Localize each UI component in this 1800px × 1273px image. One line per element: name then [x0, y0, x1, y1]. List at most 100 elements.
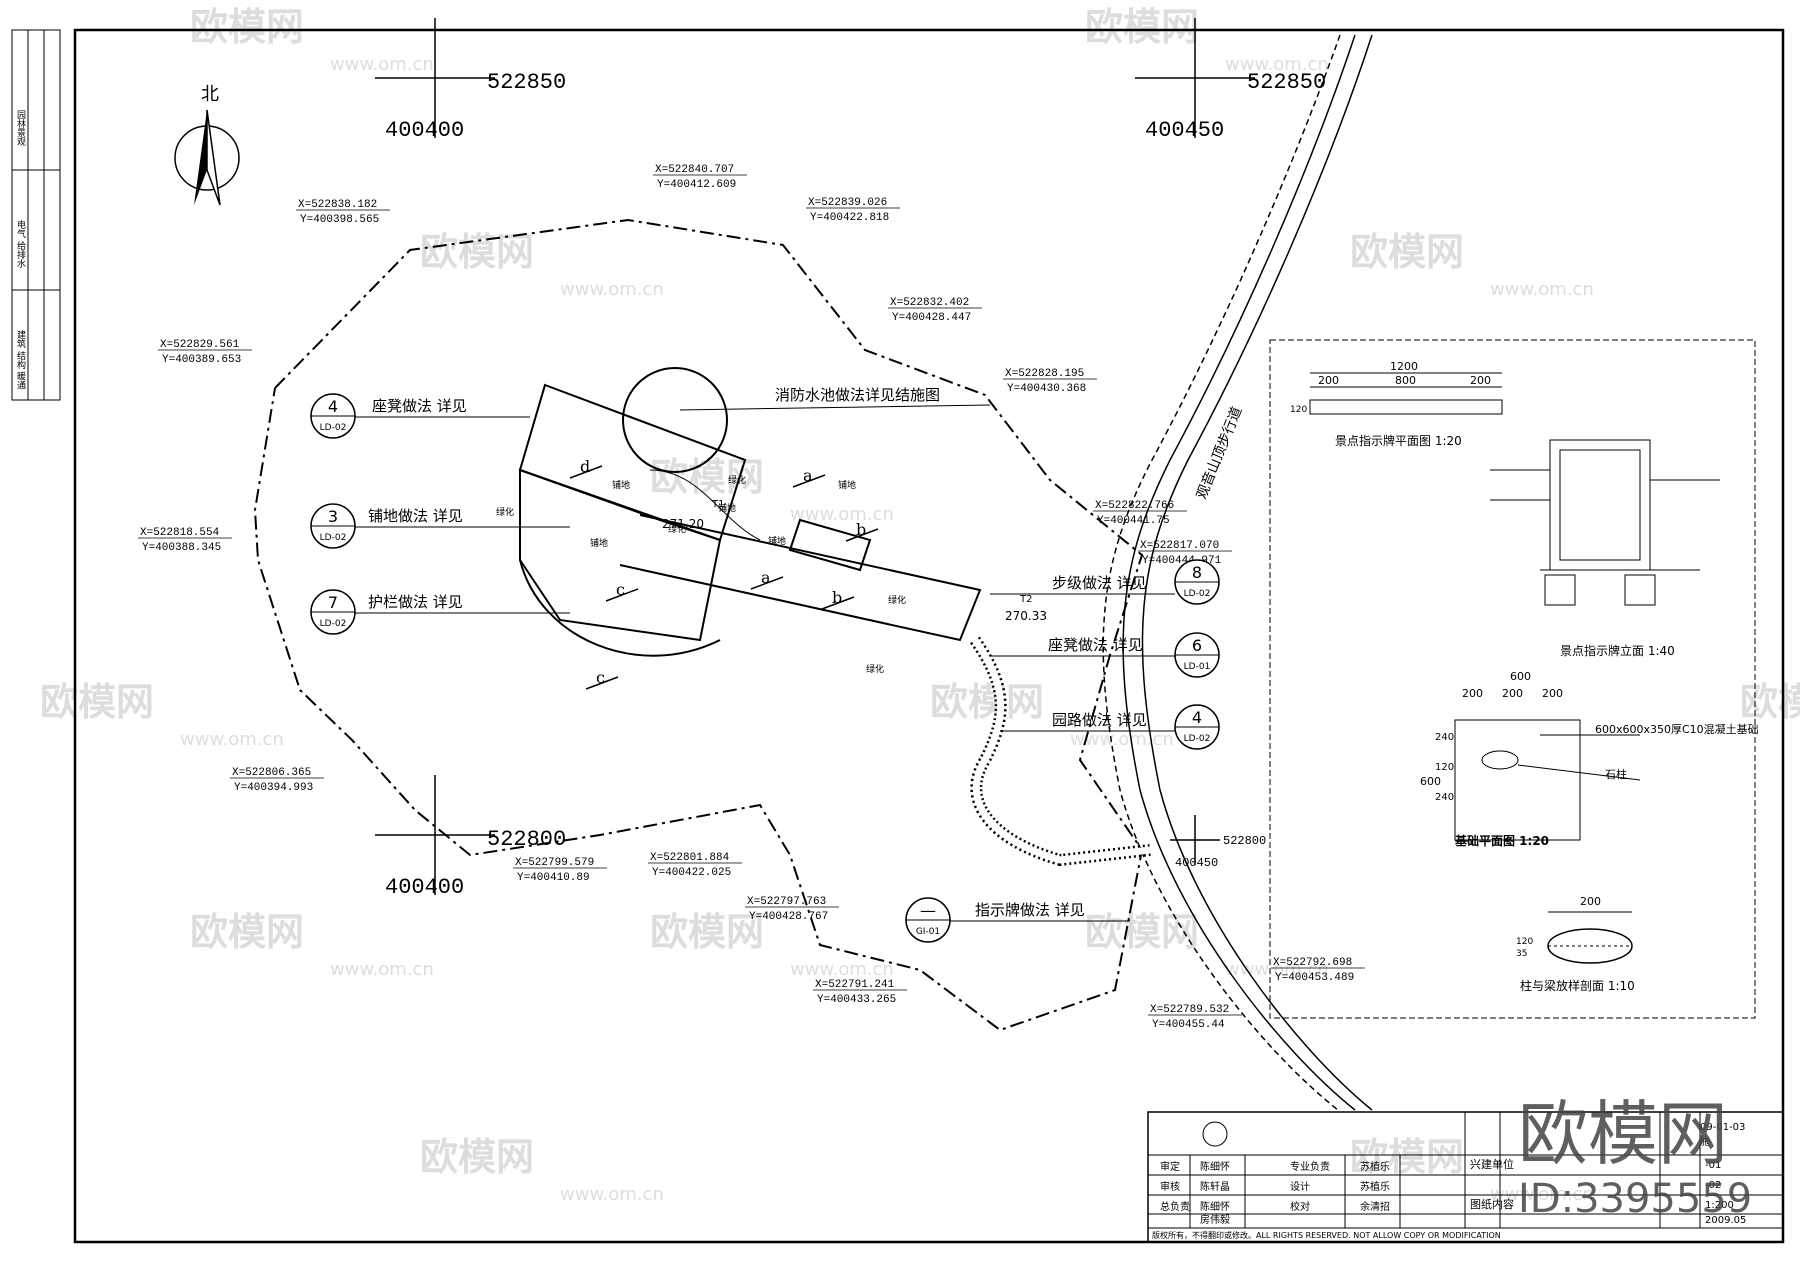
callout-number: 8 — [1192, 563, 1202, 582]
plan-area-label: 绿化 — [728, 474, 746, 486]
watermark-url: www.om.cn — [1225, 54, 1329, 75]
hiking-road — [1102, 34, 1373, 1111]
watermark-brand: 欧模网 — [190, 5, 304, 49]
plan-area-label: 绿化 — [866, 663, 884, 675]
found-dim-5: 600 — [1420, 775, 1441, 788]
drawing-label: 图纸内容 — [1470, 1197, 1514, 1211]
callout-ref: LD-02 — [1184, 734, 1211, 744]
callout-text: 园路做法 详见 — [1052, 711, 1147, 729]
found-dim-6: 240 — [1435, 732, 1454, 743]
watermark-url: www.om.cn — [330, 54, 434, 75]
beam-dim-3: 35 — [1516, 949, 1527, 959]
section-letter: a — [803, 466, 813, 485]
boundary-x: X=522822.766 — [1095, 500, 1174, 512]
watermark-url: www.om.cn — [560, 1184, 664, 1205]
boundary-x: X=522829.561 — [160, 339, 240, 351]
callout-number: 4 — [1192, 708, 1202, 727]
boundary-x: X=522828.195 — [1005, 368, 1084, 380]
callout-number: 6 — [1192, 636, 1202, 655]
foundation-plan-detail — [1454, 719, 1641, 841]
found-dim-7: 120 — [1435, 762, 1454, 773]
watermark-id: ID:3395559 — [1518, 1176, 1752, 1222]
section-letter: b — [832, 588, 842, 607]
boundary-y: Y=400428.767 — [749, 911, 828, 923]
title-right-value: 施 — [1700, 1135, 1710, 1148]
elevation-1: 271.20 — [662, 517, 704, 531]
found-title: 基础平面图 1:20 — [1454, 833, 1549, 848]
boundary-x: X=522797.763 — [747, 896, 826, 908]
boundary-y: Y=400389.653 — [162, 354, 241, 366]
boundary-y: Y=400428.447 — [892, 312, 971, 324]
callout-ref: LD-02 — [320, 533, 347, 543]
watermark-brand: 欧模网 — [190, 910, 304, 954]
grid-east: 400400 — [385, 875, 464, 900]
grid-east: 400450 — [1145, 118, 1224, 143]
callout-number: 4 — [328, 397, 338, 416]
plan-area-label: 铺地 — [838, 479, 856, 491]
title-cell: 校对 — [1290, 1200, 1310, 1213]
grid-east: 400450 — [1175, 856, 1218, 870]
boundary-y: Y=400412.609 — [657, 179, 736, 191]
watermark-url: www.om.cn — [560, 279, 664, 300]
title-cell: 苏植乐 — [1360, 1180, 1390, 1193]
boundary-x: X=522792.698 — [1273, 957, 1352, 969]
road-label: 观音山顶步行道 — [1193, 404, 1245, 501]
boundary-x: X=522840.707 — [655, 164, 734, 176]
title-cell: 苏植乐 — [1360, 1160, 1390, 1173]
watermark-url: www.om.cn — [180, 729, 284, 750]
callout-text: 护栏做法 详见 — [368, 593, 463, 611]
boundary-x: X=522838.182 — [298, 199, 377, 211]
found-dim-1: 600 — [1510, 670, 1531, 683]
boundary-x: X=522839.026 — [808, 197, 887, 209]
sign-plan-detail: 1200 200 800 200 120 景点指示牌平面图 1:20 — [1290, 360, 1503, 448]
title-cell: 总负责 — [1160, 1200, 1190, 1213]
copyright: 版权所有，不得翻印或修改。ALL RIGHTS RESERVED. NOT AL… — [1152, 1230, 1501, 1240]
north-arrow: 北 — [174, 84, 240, 206]
found-note-1: 600x600x350厚C10混凝土基础 — [1595, 722, 1759, 736]
title-cell: 设计 — [1290, 1180, 1310, 1193]
found-dim-3: 200 — [1502, 687, 1523, 700]
strip-label-3: 建筑 结构 暖通 — [15, 329, 26, 391]
callout-number: 3 — [328, 507, 338, 526]
pool-note-leader — [679, 404, 991, 411]
boundary-x: X=522817.070 — [1140, 540, 1219, 552]
section-tick — [585, 676, 619, 690]
sign-plan-title: 景点指示牌平面图 1:20 — [1335, 433, 1462, 448]
section-tick — [569, 465, 603, 479]
strip-label-1: 园林景观 — [15, 110, 26, 147]
callout-ref: GI-01 — [916, 927, 940, 937]
boundary-x: X=522832.402 — [890, 297, 969, 309]
watermark-brand: 欧模网 — [1085, 5, 1199, 49]
section-letter: c — [616, 580, 625, 599]
watermark-url: www.om.cn — [790, 504, 894, 525]
beam-dim-2: 120 — [1516, 937, 1533, 947]
section-tick — [605, 588, 639, 602]
beam-dim-1: 200 — [1580, 895, 1601, 908]
watermark-brand: 欧模网 — [1085, 910, 1199, 954]
callout-number: — — [920, 901, 936, 920]
site-boundary — [253, 218, 1144, 1032]
found-dim-2: 200 — [1462, 687, 1483, 700]
boundary-y: Y=400422.025 — [652, 867, 731, 879]
watermark-layer: 欧模网 www.om.cn 欧模网 www.om.cn 欧模网 www.om.cn 欧模网 w… — [40, 5, 1800, 1205]
title-cell: 陈细怀 — [1200, 1160, 1230, 1173]
title-cell: 审定 — [1160, 1160, 1180, 1173]
boundary-y: Y=400433.265 — [817, 994, 896, 1006]
boundary-y: Y=400410.89 — [517, 872, 590, 884]
plan-labels: 铺地绿化铺地绿化铺地铺地绿化铺地绿化绿化 — [496, 474, 906, 675]
section-letter: a — [761, 568, 771, 587]
boundary-y: Y=400394.993 — [234, 782, 313, 794]
sheet-border — [73, 28, 1785, 1244]
section-letter: c — [596, 668, 605, 687]
elev-tag-1: T1 — [711, 499, 724, 510]
beam-title: 柱与梁放样剖面 1:10 — [1520, 978, 1635, 993]
watermark-url: www.om.cn — [1490, 279, 1594, 300]
sign-elevation-detail — [1490, 439, 1720, 606]
watermark-brand: 欧模网 — [1740, 680, 1800, 724]
title-cell: 陈细怀 — [1200, 1200, 1230, 1213]
watermark-brand: 欧模网 — [40, 680, 154, 724]
watermark-brand: 欧模网 — [1350, 1135, 1464, 1179]
callout-ref: LD-02 — [1184, 589, 1211, 599]
